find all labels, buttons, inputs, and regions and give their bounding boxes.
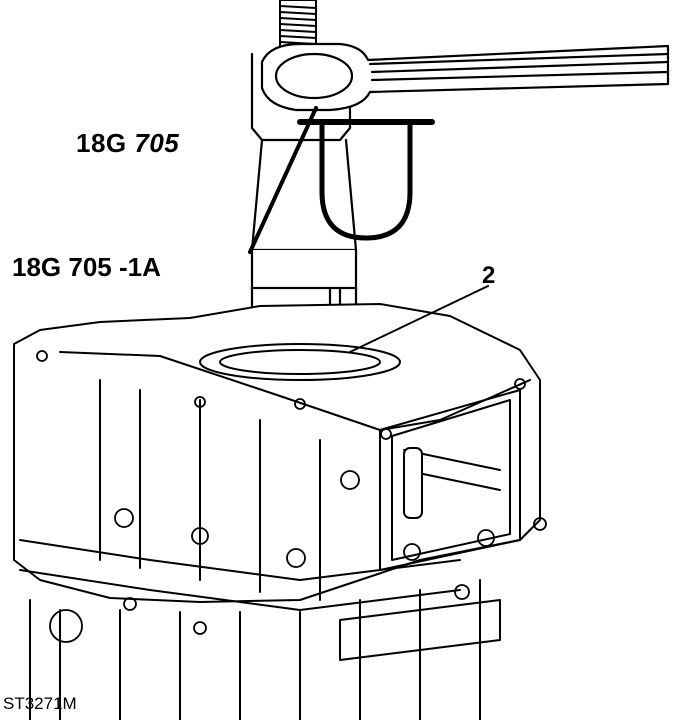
tool-prefix: 18G: [76, 128, 127, 158]
adaptor-number-label: 18G 705 -1A: [12, 252, 161, 282]
callout-number-label: 2: [482, 262, 496, 289]
casing-bolts: [36, 350, 547, 643]
figure-reference-label: ST3271M: [3, 694, 77, 713]
tool-handle: [248, 106, 435, 254]
gearbox-casing: [13, 303, 541, 720]
callout-leader-line: [349, 285, 489, 353]
tool-number-label: 18G 705: [76, 128, 179, 159]
tool-number: 705: [134, 128, 180, 158]
wrench: [260, 42, 670, 112]
